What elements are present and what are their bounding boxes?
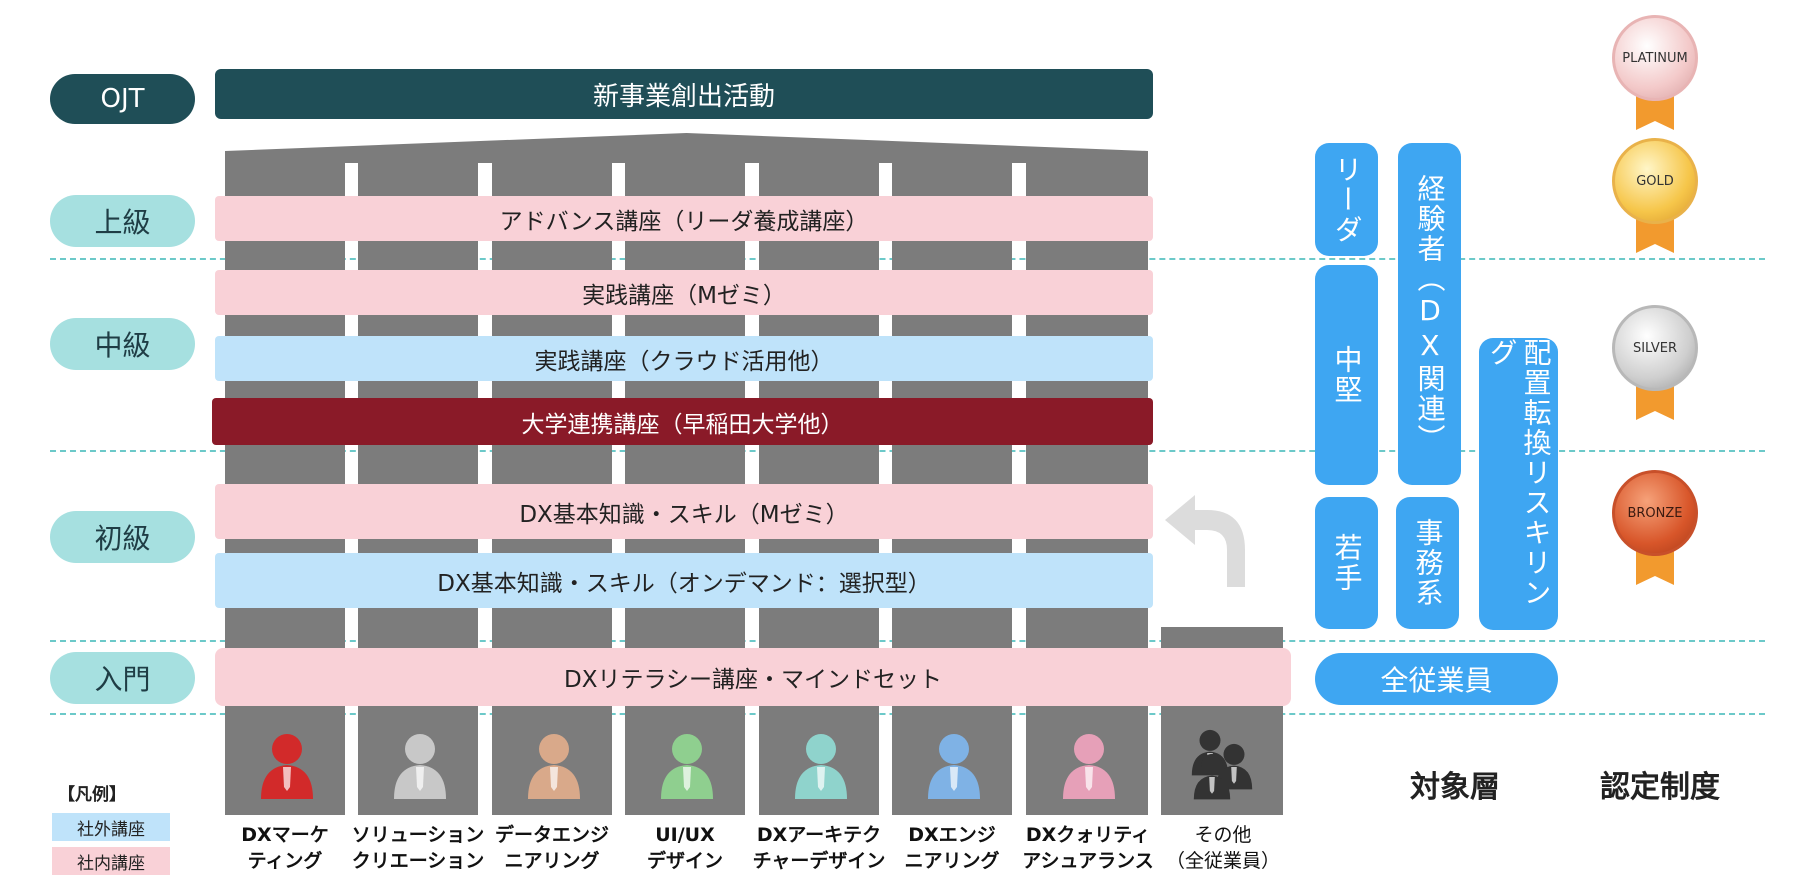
ojt-activity-bar: 新事業創出活動 <box>215 69 1153 119</box>
course-practice-cloud: 実践講座（クラウド活用他） <box>215 336 1153 381</box>
legend-internal: 社内講座 <box>52 847 170 875</box>
course-university: 大学連携講座（早稲田大学他） <box>212 398 1153 445</box>
platinum-medal: PLATINUM <box>1610 15 1700 130</box>
level-intro: 入門 <box>50 652 195 704</box>
curved-arrow-icon <box>1165 495 1245 587</box>
target-reskilling: 配置転換リスキリング <box>1479 338 1558 630</box>
role-caption: その他（全従業員） <box>1165 824 1280 872</box>
person-icon <box>1063 734 1115 799</box>
person-icon <box>394 734 446 799</box>
person-icon <box>795 734 847 799</box>
target-office: 事務系 <box>1396 497 1459 629</box>
role-caption: ソリューションクリエーション <box>351 824 485 872</box>
target-layer-heading: 対象層 <box>1410 770 1500 805</box>
course-practice-m: 実践講座（Mゼミ） <box>215 270 1153 315</box>
medal-icon: GOLD <box>1612 138 1698 224</box>
medal-icon: BRONZE <box>1612 470 1698 556</box>
target-leader: リーダ <box>1315 143 1378 256</box>
bronze-medal: BRONZE <box>1610 470 1700 585</box>
gold-medal: GOLD <box>1610 138 1700 253</box>
level-beginner: 初級 <box>50 511 195 563</box>
role-caption: データエンジニアリング <box>494 824 609 872</box>
role-caption: DXマーケティング <box>241 824 329 872</box>
course-basic-ondemand: DX基本知識・スキル（オンデマンド：選択型） <box>215 553 1153 608</box>
medal-icon: PLATINUM <box>1612 15 1698 101</box>
target-young: 若手 <box>1315 497 1378 629</box>
legend-external: 社外講座 <box>52 813 170 841</box>
building-roof <box>225 133 1148 163</box>
target-mid: 中堅 <box>1315 265 1378 485</box>
role-caption: DXクォリティアシュアランス <box>1022 824 1154 872</box>
legend-title: 【凡例】 <box>58 785 126 805</box>
silver-medal: SILVER <box>1610 305 1700 420</box>
person-icon <box>661 734 713 799</box>
person-icon <box>1191 729 1253 800</box>
level-intermediate: 中級 <box>50 318 195 370</box>
course-literacy: DXリテラシー講座・マインドセット <box>215 648 1291 706</box>
level-ojt: OJT <box>50 74 195 124</box>
course-advance: アドバンス講座（リーダ養成講座） <box>215 196 1153 241</box>
target-all: 全従業員 <box>1315 653 1558 705</box>
course-basic-m: DX基本知識・スキル（Mゼミ） <box>215 484 1153 539</box>
level-advanced: 上級 <box>50 195 195 247</box>
certification-heading: 認定制度 <box>1600 770 1720 805</box>
role-caption: DXエンジニアリング <box>904 824 1000 872</box>
role-caption: DXアーキテクチャーデザイン <box>752 824 886 872</box>
medal-icon: SILVER <box>1612 305 1698 391</box>
person-icon <box>261 734 313 799</box>
person-icon <box>528 734 580 799</box>
person-icon <box>928 734 980 799</box>
target-experienced: 経験者（DX関連） <box>1398 143 1461 485</box>
